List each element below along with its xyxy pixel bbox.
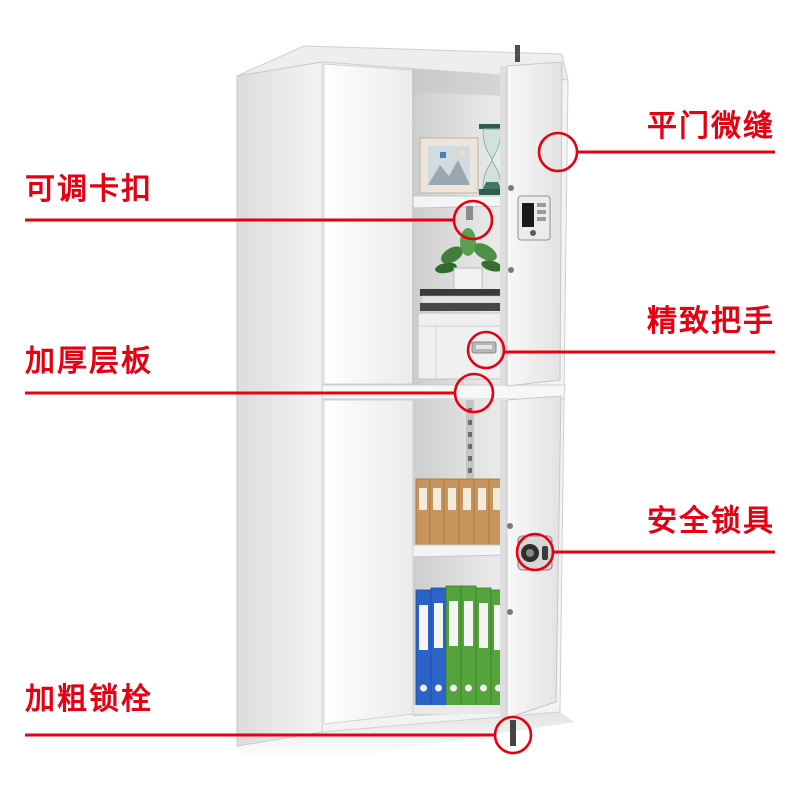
label-thick-shelf: 加厚层板 (25, 344, 153, 379)
label-security-lock: 安全锁具 (647, 504, 775, 539)
lower-left-door (323, 399, 414, 725)
hinge-screw (507, 523, 513, 529)
label-flat-door-gap: 平门微缝 (647, 109, 775, 144)
callout-flat-door-gap (537, 131, 775, 173)
drawer-unit (417, 312, 507, 380)
top-latch-bolt (515, 45, 520, 62)
label-thick-bolt: 加粗锁栓 (25, 682, 153, 717)
lever-arch-binders (415, 585, 507, 707)
hinge-screw (507, 609, 513, 615)
callout-thick-shelf (25, 372, 495, 414)
hourglass (479, 124, 505, 195)
callout-handle (466, 330, 775, 370)
lower-right-door (500, 395, 562, 746)
combination-lock (517, 535, 553, 571)
potted-plant (435, 228, 503, 291)
upper-right-door (500, 45, 563, 387)
hinge-screw (508, 267, 514, 273)
bottom-lock-bolt (510, 720, 516, 746)
callout-circle (466, 330, 506, 370)
box-files (415, 478, 505, 547)
book-stack (420, 289, 506, 311)
label-handle: 精致把手 (647, 304, 775, 339)
hinge-screw (508, 185, 514, 191)
label-adjustable-clip: 可调卡扣 (25, 172, 153, 207)
shelf-clip (466, 206, 473, 220)
photo-frame (419, 137, 479, 194)
callout-adjustable-clip (25, 199, 494, 241)
lower-compartment (412, 399, 511, 716)
lower-shelf (412, 544, 511, 558)
upper-left-door (323, 63, 414, 385)
cabinet-side-panel (236, 61, 323, 747)
upper-compartment (412, 69, 511, 385)
callout-thick-bolt (25, 715, 533, 755)
callout-security-lock (515, 532, 775, 572)
digital-keypad-lock (517, 195, 551, 241)
